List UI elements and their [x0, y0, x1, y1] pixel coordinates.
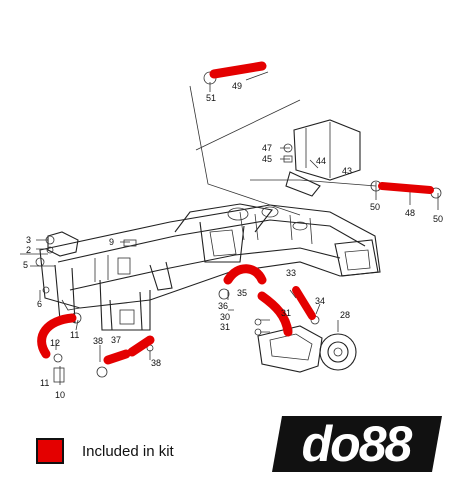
callout-11b: 11	[40, 378, 49, 388]
callout-44: 44	[316, 156, 326, 166]
hose-12	[37, 313, 77, 359]
callout-30: 30	[220, 312, 230, 322]
hose-48	[378, 182, 434, 194]
intake-box-43	[285, 119, 361, 197]
kit-hoses	[37, 61, 434, 365]
callout-31b: 31	[281, 308, 291, 318]
callout-9: 9	[109, 237, 114, 247]
hose-35	[223, 264, 267, 285]
callout-28: 28	[340, 310, 350, 320]
callout-labels: 49 51 47 45 44 43 50 48 50 3 2 9 5 6 11 …	[23, 81, 443, 400]
guide-line	[250, 179, 377, 187]
callout-48: 48	[405, 208, 415, 218]
hose-49	[209, 61, 267, 79]
do88-logo: do88	[272, 416, 442, 472]
callout-33: 33	[286, 268, 296, 278]
subframe-assembly	[20, 203, 381, 331]
callout-12: 12	[50, 338, 60, 348]
callout-45: 45	[262, 154, 272, 164]
hose-36	[257, 291, 293, 337]
callout-31a: 31	[220, 322, 230, 332]
hose-38	[127, 335, 155, 357]
callout-2: 2	[26, 245, 31, 255]
callout-51: 51	[206, 93, 216, 103]
callout-38b: 38	[151, 358, 161, 368]
callout-43: 43	[342, 166, 352, 176]
callout-34: 34	[315, 296, 325, 306]
guide-line	[189, 85, 301, 216]
leader-lines	[36, 71, 439, 385]
callout-49: 49	[232, 81, 242, 91]
callout-50b: 50	[433, 214, 443, 224]
callout-36: 36	[218, 301, 228, 311]
guide-line	[195, 99, 301, 151]
callout-50a: 50	[370, 202, 380, 212]
hose-37	[103, 349, 131, 365]
callout-11a: 11	[70, 330, 79, 340]
callout-5: 5	[23, 260, 28, 270]
pump-28	[257, 325, 357, 373]
logo-text: do88	[302, 416, 413, 472]
callout-47: 47	[262, 143, 272, 153]
callout-38a: 38	[93, 336, 103, 346]
callout-6: 6	[37, 299, 42, 309]
callout-3: 3	[26, 235, 31, 245]
legend-swatch	[36, 438, 64, 464]
callout-35: 35	[237, 288, 247, 298]
legend: Included in kit	[36, 438, 174, 464]
callout-37: 37	[111, 335, 121, 345]
legend-label: Included in kit	[82, 442, 174, 460]
hose-33	[292, 286, 316, 320]
callout-10: 10	[55, 390, 65, 400]
